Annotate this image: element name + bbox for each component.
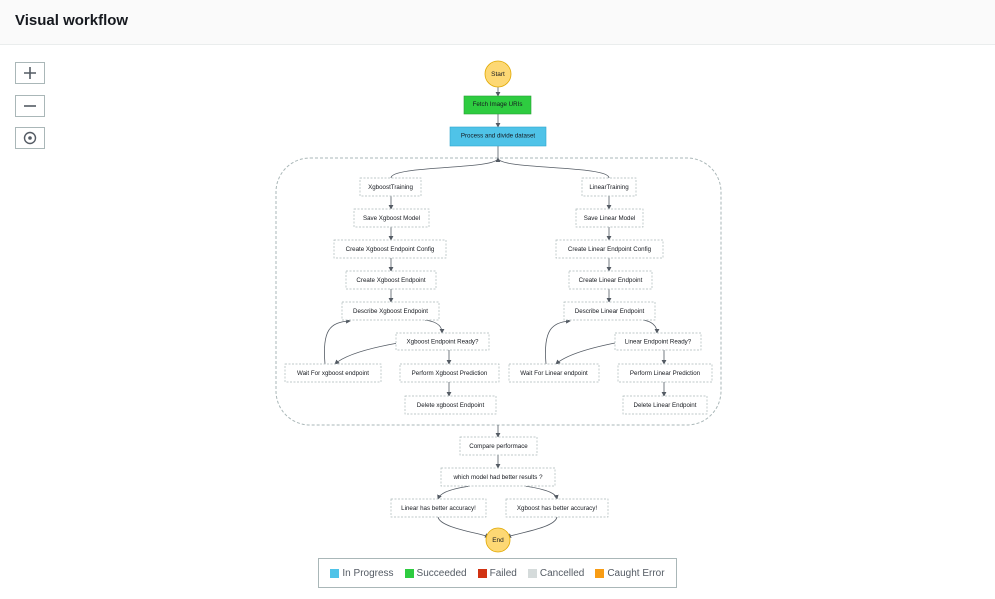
state-label: Process and divide dataset [461,133,536,140]
legend-label: Caught Error [607,567,665,579]
state-process-dataset[interactable]: Process and divide dataset [449,126,547,147]
state-create-xgboost-endpoint[interactable]: Create Xgboost Endpoint [345,270,437,290]
state-which-model-better[interactable]: which model had better results ? [440,467,556,487]
state-wait-xgboost-endpoint[interactable]: Wait For xgboost endpoint [284,363,382,383]
zoom-out-button[interactable] [15,95,45,117]
page-header: Visual workflow [0,0,995,45]
legend-swatch [595,568,605,578]
legend-swatch [404,568,414,578]
state-label: Wait For xgboost endpoint [297,370,369,377]
state-label: XgboostTraining [368,184,413,191]
state-label: LinearTraining [589,184,629,191]
end-label: End [492,537,504,544]
state-create-xgboost-endpoint-config[interactable]: Create Xgboost Endpoint Config [333,239,447,259]
state-xgboost-training[interactable]: XgboostTraining [359,177,422,197]
state-label: Create Xgboost Endpoint Config [346,246,435,253]
state-describe-xgboost-endpoint[interactable]: Describe Xgboost Endpoint [341,301,440,321]
legend-swatch [330,568,340,578]
state-delete-xgboost-endpoint[interactable]: Delete xgboost Endpoint [404,395,497,415]
legend-item-failed: Failed [477,567,517,579]
state-compare-performance[interactable]: Compare performace [459,436,538,456]
legend-label: In Progress [342,567,394,579]
state-label: which model had better results ? [452,474,543,481]
legend-swatch [527,568,537,578]
state-label: Delete xgboost Endpoint [417,402,485,409]
legend-item-caught-error: Caught Error [595,567,665,579]
state-label: Linear Endpoint Ready? [625,339,692,346]
state-label: Create Xgboost Endpoint [356,277,425,284]
minus-icon [24,105,36,107]
state-label: Describe Linear Endpoint [575,308,645,315]
legend-label: Failed [489,567,517,579]
state-label: Compare performace [469,443,528,450]
state-xgboost-better-accuracy[interactable]: Xgboost has better accuracy! [505,498,609,518]
end-node[interactable]: End [485,527,511,553]
start-label: Start [491,71,505,78]
state-label: Describe Xgboost Endpoint [353,308,428,315]
state-label: Create Linear Endpoint [579,277,643,284]
legend-item-cancelled: Cancelled [527,567,585,579]
state-describe-linear-endpoint[interactable]: Describe Linear Endpoint [563,301,656,321]
state-perform-xgboost-prediction[interactable]: Perform Xgboost Prediction [399,363,500,383]
state-label: Delete Linear Endpoint [634,402,697,409]
parallel-container [275,157,722,426]
state-linear-better-accuracy[interactable]: Linear has better accuracy! [390,498,487,518]
legend-item-in-progress: In Progress [330,567,394,579]
zoom-in-button[interactable] [15,62,45,84]
center-view-button[interactable] [15,127,45,149]
workflow-graph: Start Fetch Image URIs Process and divid… [275,60,722,553]
state-create-linear-endpoint[interactable]: Create Linear Endpoint [568,270,653,290]
legend-swatch [477,568,487,578]
state-create-linear-endpoint-config[interactable]: Create Linear Endpoint Config [555,239,664,259]
target-icon [23,131,37,145]
state-label: Perform Linear Prediction [630,370,701,377]
state-label: Fetch Image URIs [473,101,523,108]
state-label: Perform Xgboost Prediction [412,370,488,377]
state-linear-endpoint-ready[interactable]: Linear Endpoint Ready? [614,332,702,351]
page-title: Visual workflow [15,12,129,29]
state-label: Create Linear Endpoint Config [568,246,652,253]
state-linear-training[interactable]: LinearTraining [581,177,637,197]
state-label: Xgboost has better accuracy! [517,505,597,512]
state-wait-linear-endpoint[interactable]: Wait For Linear endpoint [508,363,600,383]
state-label: Save Linear Model [584,215,636,222]
state-label: Xgboost Endpoint Ready? [407,339,479,346]
state-xgboost-endpoint-ready[interactable]: Xgboost Endpoint Ready? [395,332,490,351]
status-legend: In Progress Succeeded Failed Cancelled C… [318,558,677,588]
state-label: Linear has better accuracy! [401,505,476,512]
state-label: Wait For Linear endpoint [520,370,588,377]
state-save-xgboost-model[interactable]: Save Xgboost Model [353,208,430,228]
state-delete-linear-endpoint[interactable]: Delete Linear Endpoint [622,395,708,415]
state-save-linear-model[interactable]: Save Linear Model [575,208,644,228]
legend-item-succeeded: Succeeded [404,567,467,579]
legend-label: Succeeded [416,567,467,579]
plus-icon [24,67,36,79]
legend-label: Cancelled [539,567,585,579]
state-perform-linear-prediction[interactable]: Perform Linear Prediction [617,363,713,383]
workflow-edges [324,87,667,538]
start-node[interactable]: Start [484,60,512,88]
state-fetch-image-uris[interactable]: Fetch Image URIs [463,95,532,115]
state-label: Save Xgboost Model [363,215,420,222]
